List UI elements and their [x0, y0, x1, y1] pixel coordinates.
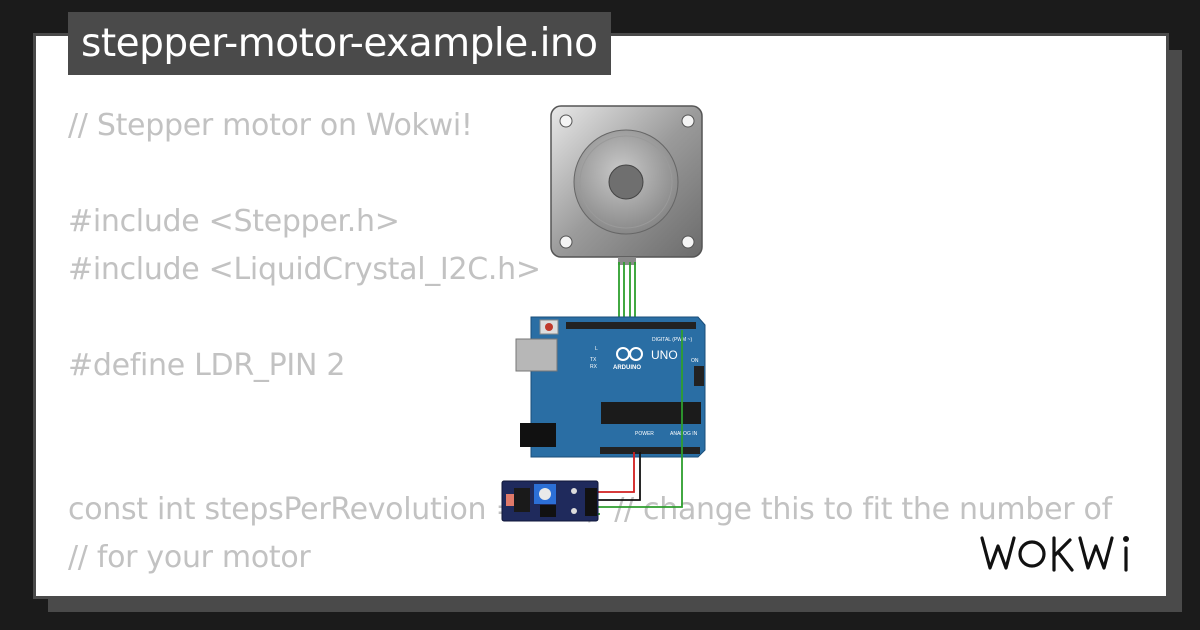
wokwi-logo — [980, 536, 1129, 572]
code-line: #include <LiquidCrystal_I2C.h> — [68, 252, 541, 287]
code-line: #include <Stepper.h> — [68, 204, 400, 239]
code-line: // Stepper motor on Wokwi! — [68, 108, 473, 143]
code-line — [68, 440, 1112, 488]
code-line — [68, 152, 1112, 200]
code-line: const int stepsPerRevolution = 200; // c… — [68, 492, 1112, 527]
code-line: #define LDR_PIN 2 — [68, 348, 346, 383]
code-preview: // Stepper motor on Wokwi! #include <Step… — [68, 104, 1112, 584]
file-name-tab[interactable]: stepper-motor-example.ino — [68, 12, 611, 75]
code-line: // for your motor — [68, 540, 311, 575]
code-line — [68, 296, 1112, 344]
code-line — [68, 392, 1112, 440]
